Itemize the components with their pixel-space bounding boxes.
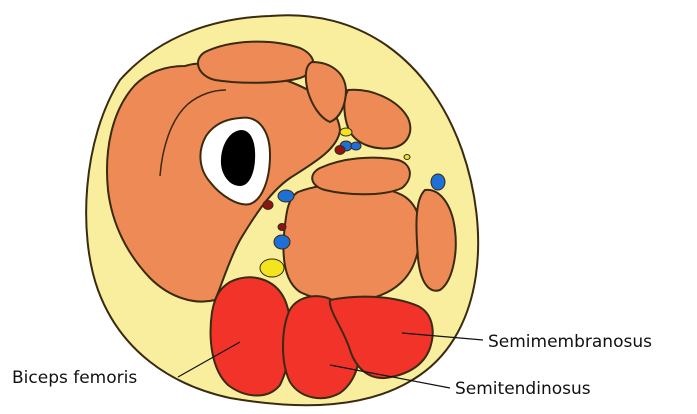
label-biceps-femoris: Biceps femoris (12, 368, 137, 388)
vein-icon (274, 235, 290, 249)
artery-icon (278, 224, 286, 231)
vein-icon (431, 174, 445, 190)
sciatic-nerve-icon (260, 259, 284, 277)
biceps-femoris-muscle (211, 277, 291, 395)
nerve-icon (404, 155, 410, 160)
artery-icon (263, 201, 273, 210)
nerve-icon (340, 128, 352, 136)
label-semimembranosus: Semimembranosus (488, 332, 652, 352)
rectus-femoris-muscle (198, 42, 314, 83)
adductor-magnus-muscle (283, 184, 420, 301)
label-semitendinosus: Semitendinosus (455, 379, 591, 399)
vein-icon (278, 190, 294, 202)
artery-icon (335, 146, 345, 155)
vein-icon (351, 142, 361, 150)
